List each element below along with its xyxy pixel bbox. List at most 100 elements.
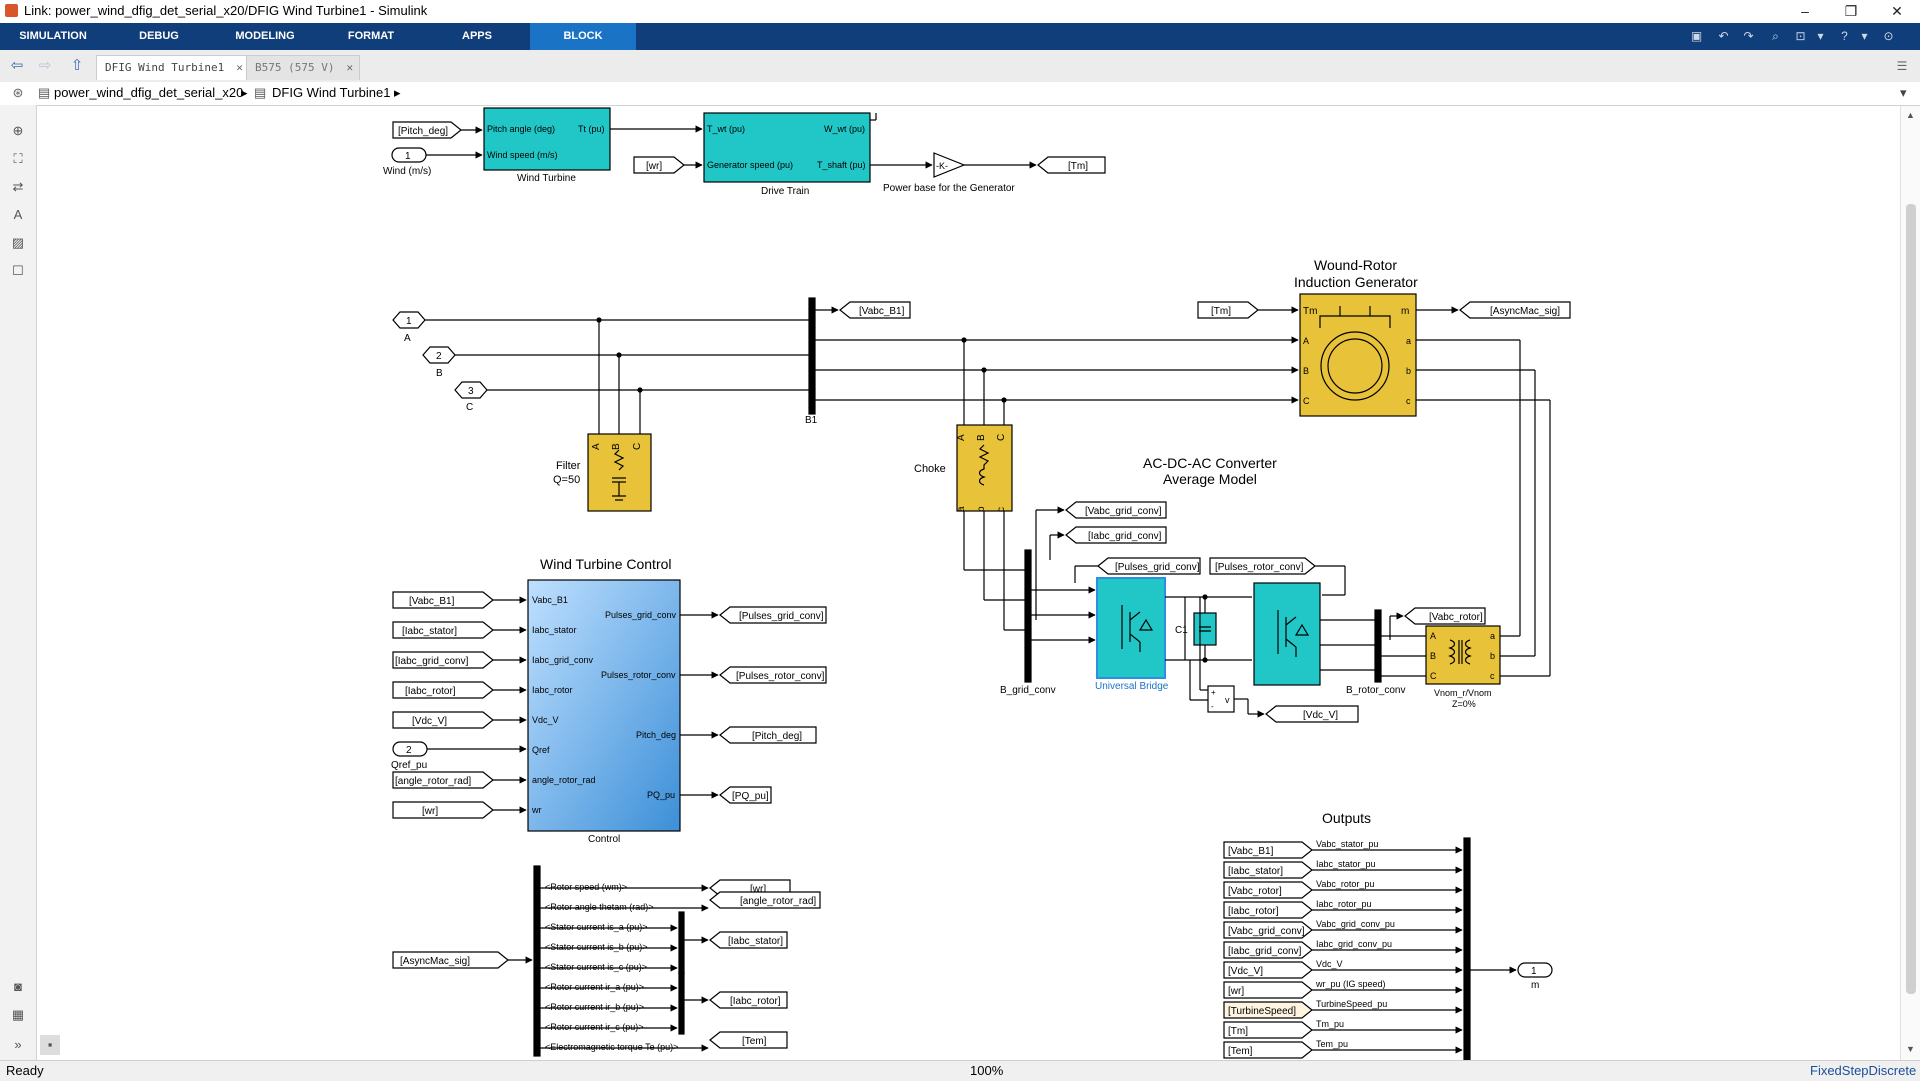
goto-tem[interactable]: [Tem]: [709, 1031, 788, 1049]
mux-rotor-current[interactable]: [678, 971, 685, 1035]
breadcrumb-subsystem[interactable]: DFIG Wind Turbine1: [272, 85, 391, 100]
from-vdc-ctl[interactable]: [Vdc_V]: [392, 711, 494, 729]
from-iabc-stator-ctl[interactable]: [Iabc_stator]: [392, 621, 494, 639]
drive-train-block[interactable]: T_wt (pu) Generator speed (pu) W_wt (pu)…: [703, 112, 871, 183]
outputs-from-tag[interactable]: [Tem]: [1223, 1041, 1313, 1059]
scroll-down-icon[interactable]: ▼: [1906, 1044, 1915, 1054]
back-arrow-icon[interactable]: ⇦: [10, 57, 24, 74]
goto-iabc-rotor[interactable]: [Iabc_rotor]: [709, 991, 788, 1009]
from-iabc-grid-ctl[interactable]: [Iabc_grid_conv]: [392, 651, 494, 669]
up-arrow-icon[interactable]: ⇧: [70, 57, 84, 74]
outputs-from-tag[interactable]: [Vabc_grid_conv]: [1223, 921, 1313, 939]
universal-bridge-rotor[interactable]: [1253, 582, 1321, 686]
outport-m[interactable]: 1: [1517, 962, 1553, 978]
inport-b[interactable]: 2: [422, 346, 456, 364]
tab-b575[interactable]: B575 (575 V)✕: [246, 55, 361, 80]
outputs-from-tag[interactable]: [Iabc_stator]: [1223, 861, 1313, 879]
from-angle-rotor-ctl[interactable]: [angle_rotor_rad]: [392, 771, 494, 789]
hide-explorer-icon[interactable]: ⊛: [12, 85, 24, 100]
annotation-icon[interactable]: A: [13, 207, 23, 222]
goto-iabc-stator[interactable]: [Iabc_stator]: [709, 931, 788, 949]
choke-block[interactable]: A B C a b c: [956, 424, 1013, 512]
area-icon[interactable]: ☐: [12, 263, 24, 278]
voltage-measurement-block[interactable]: + - v: [1207, 685, 1235, 713]
expand-panel-icon[interactable]: »: [14, 1037, 22, 1052]
search-icon[interactable]: ⌕: [1772, 29, 1779, 43]
close-tab-icon[interactable]: ✕: [346, 61, 354, 74]
universal-bridge-grid[interactable]: [1096, 577, 1166, 679]
toolstrip-options-icon[interactable]: ⊡: [1795, 29, 1806, 43]
goto-vdc[interactable]: [Vdc_V]: [1265, 705, 1359, 723]
goto-pulses-grid-ctl[interactable]: [Pulses_grid_conv]: [719, 606, 827, 624]
vertical-scrollbar[interactable]: ▲ ▼: [1900, 106, 1920, 1060]
image-icon[interactable]: ▨: [11, 235, 25, 250]
goto-tm[interactable]: [Tm]: [1037, 156, 1106, 174]
tab-block[interactable]: BLOCK: [530, 23, 636, 50]
gain-block[interactable]: -K-: [933, 152, 966, 178]
tab-format[interactable]: FORMAT: [347, 30, 395, 42]
goto-vabc-b1[interactable]: [Vabc_B1]: [839, 301, 911, 319]
bus-creator-outputs[interactable]: [1463, 837, 1471, 1060]
from-asyncmac[interactable]: [AsyncMac_sig]: [392, 951, 509, 969]
tab-debug[interactable]: DEBUG: [139, 30, 179, 42]
outputs-from-tag[interactable]: [Vabc_B1]: [1223, 841, 1313, 859]
outputs-from-tag[interactable]: [Tm]: [1223, 1021, 1313, 1039]
restore-button[interactable]: ❐: [1844, 3, 1858, 19]
model-browser-icon[interactable]: ▦: [11, 1007, 25, 1022]
signal-routing-icon[interactable]: ⇄: [12, 179, 24, 194]
from-iabc-rotor-ctl[interactable]: [Iabc_rotor]: [392, 681, 494, 699]
goto-pitch-ctl[interactable]: [Pitch_deg]: [719, 726, 817, 744]
inport-wind[interactable]: 1: [391, 147, 427, 163]
filter-block[interactable]: A B C: [587, 433, 652, 512]
from-pulses-grid[interactable]: [Pulses_grid_conv]: [1097, 557, 1201, 575]
bus-b1[interactable]: [808, 297, 816, 415]
close-window-button[interactable]: ✕: [1891, 3, 1903, 19]
outputs-from-tag[interactable]: [wr]: [1223, 981, 1313, 999]
model-canvas[interactable]: [Pitch_deg] 1 Wind (m/s) Pitch angle (de…: [37, 106, 1899, 1060]
tab-apps[interactable]: APPS: [462, 30, 492, 42]
goto-vabc-rotor[interactable]: [Vabc_rotor]: [1404, 607, 1486, 625]
collapse-ribbon-icon[interactable]: ⊙: [1883, 29, 1894, 43]
outputs-from-tag[interactable]: [Iabc_rotor]: [1223, 901, 1313, 919]
transformer-block[interactable]: A B C a b c: [1425, 625, 1501, 685]
zoom-level[interactable]: 100%: [970, 1063, 1004, 1078]
induction-generator-block[interactable]: Tm m A B C a b c: [1299, 293, 1417, 417]
bus-b-grid-conv[interactable]: [1024, 549, 1032, 683]
inport-qref[interactable]: 2: [392, 741, 428, 757]
chevron-down-icon[interactable]: ▾: [1861, 29, 1868, 43]
from-pulses-rotor[interactable]: [Pulses_rotor_conv]: [1209, 557, 1316, 575]
bus-b-rotor-conv[interactable]: [1374, 609, 1382, 683]
control-block[interactable]: Vabc_B1 Iabc_stator Iabc_grid_conv Iabc_…: [527, 579, 681, 832]
from-tm[interactable]: [Tm]: [1197, 301, 1259, 319]
outputs-from-tag[interactable]: [Vdc_V]: [1223, 961, 1313, 979]
forward-arrow-icon[interactable]: ⇨: [38, 57, 52, 74]
close-tab-icon[interactable]: ✕: [236, 61, 243, 74]
scrollbar-thumb[interactable]: [1906, 204, 1916, 994]
goto-asyncmac[interactable]: [AsyncMac_sig]: [1459, 301, 1571, 319]
goto-iabc-grid-conv[interactable]: [Iabc_grid_conv]: [1065, 526, 1167, 544]
help-icon[interactable]: ?: [1841, 29, 1848, 43]
from-wr-top[interactable]: [wr]: [633, 156, 685, 174]
zoom-icon[interactable]: ⊕: [12, 123, 24, 138]
chevron-down-icon[interactable]: ▾: [1817, 29, 1824, 43]
goto-pq-ctl[interactable]: [PQ_pu]: [719, 786, 772, 804]
inport-a[interactable]: 1: [392, 311, 426, 329]
fit-to-view-icon[interactable]: ⛶: [13, 151, 23, 166]
scroll-up-icon[interactable]: ▲: [1906, 110, 1915, 120]
outputs-from-tag[interactable]: [Iabc_grid_conv]: [1223, 941, 1313, 959]
goto-vabc-grid-conv[interactable]: [Vabc_grid_conv]: [1065, 501, 1167, 519]
mux-stator-current[interactable]: [678, 911, 685, 975]
redo-icon[interactable]: ↷: [1743, 29, 1754, 43]
tab-modeling[interactable]: MODELING: [235, 30, 295, 42]
wind-turbine-block[interactable]: Pitch angle (deg) Wind speed (m/s) Tt (p…: [483, 107, 611, 171]
chevron-down-icon[interactable]: ▾: [1900, 85, 1907, 100]
hide-panel-icon[interactable]: ▪: [40, 1035, 60, 1055]
save-icon[interactable]: ▣: [1690, 29, 1703, 43]
breadcrumb-model[interactable]: power_wind_dfig_det_serial_x20: [54, 85, 244, 100]
goto-from-pitch[interactable]: [Pitch_deg]: [392, 121, 462, 139]
solver-indicator[interactable]: FixedStepDiscrete: [1810, 1063, 1917, 1078]
bus-selector-block[interactable]: [533, 865, 541, 1057]
tab-dfig-wind-turbine1[interactable]: DFIG Wind Turbine1✕: [96, 55, 250, 80]
capacitor-c1[interactable]: [1193, 612, 1217, 646]
tab-menu-icon[interactable]: ☰: [1896, 59, 1908, 73]
